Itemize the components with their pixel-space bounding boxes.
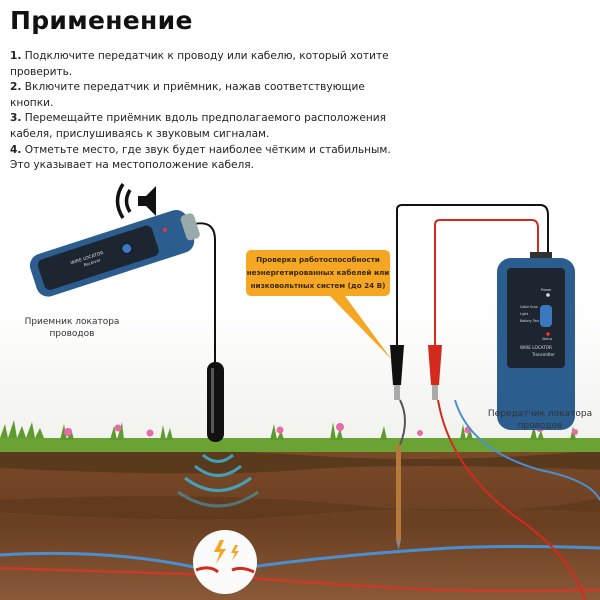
step-number: 4. xyxy=(10,143,22,156)
receiver-caption: Приемник локатора проводов xyxy=(24,317,120,339)
step-text: Перемещайте приёмник вдоль предполагаемо… xyxy=(10,112,387,140)
buried-red-wire xyxy=(0,566,600,593)
step-number: 1. xyxy=(10,50,22,62)
break-point-icon xyxy=(193,530,257,594)
instructions-list: 1. Подключите передатчик к проводу или к… xyxy=(10,49,405,174)
step-number: 2. xyxy=(10,81,22,94)
grass-tufts xyxy=(60,422,576,440)
transmitter-brand: WIRE LOCATOR xyxy=(520,345,552,350)
ground-stake xyxy=(396,445,401,540)
transmitter-model: Transmitter xyxy=(531,352,555,357)
power-label: Power xyxy=(541,288,552,292)
receiver-device: WIRE LOCATOR Receiver xyxy=(29,209,200,297)
receiver-model: Receiver xyxy=(83,257,101,267)
black-lead xyxy=(396,204,549,345)
light-label: Light xyxy=(520,312,529,316)
red-lead xyxy=(434,219,539,345)
step-3: 3. Перемещайте приёмник вдоль предполага… xyxy=(10,111,405,142)
red-alligator-clip xyxy=(428,345,442,400)
receiver-probe xyxy=(207,362,224,442)
transmitter-device: Power Cable Scan Light Battery Test Stat… xyxy=(497,252,575,430)
transmitter-caption: Передатчик локатора проводов xyxy=(487,409,593,431)
callout-box: Проверка работоспособности неэнергетиров… xyxy=(246,250,390,296)
cable-scan-label: Cable Scan xyxy=(520,305,538,309)
step-number: 3. xyxy=(10,112,22,125)
black-alligator-clip xyxy=(390,345,404,400)
status-label: Status xyxy=(542,337,552,341)
buried-blue-wire xyxy=(0,545,600,574)
signal-waves xyxy=(177,453,259,508)
step-4: 4. Отметьте место, где звук будет наибол… xyxy=(10,143,405,174)
speaker-sound-icon xyxy=(115,183,156,219)
step-text: Включите передатчик и приёмник, нажав со… xyxy=(10,81,365,109)
battery-test-label: Battery Test xyxy=(520,319,540,323)
ground xyxy=(0,420,600,600)
callout-pointer xyxy=(330,296,392,360)
step-2: 2. Включите передатчик и приёмник, нажав… xyxy=(10,80,405,111)
page-title: Применение xyxy=(10,6,193,35)
step-text: Подключите передатчик к проводу или кабе… xyxy=(10,50,389,78)
step-1: 1. Подключите передатчик к проводу или к… xyxy=(10,49,405,80)
step-text: Отметьте место, где звук будет наиболее … xyxy=(10,143,391,172)
